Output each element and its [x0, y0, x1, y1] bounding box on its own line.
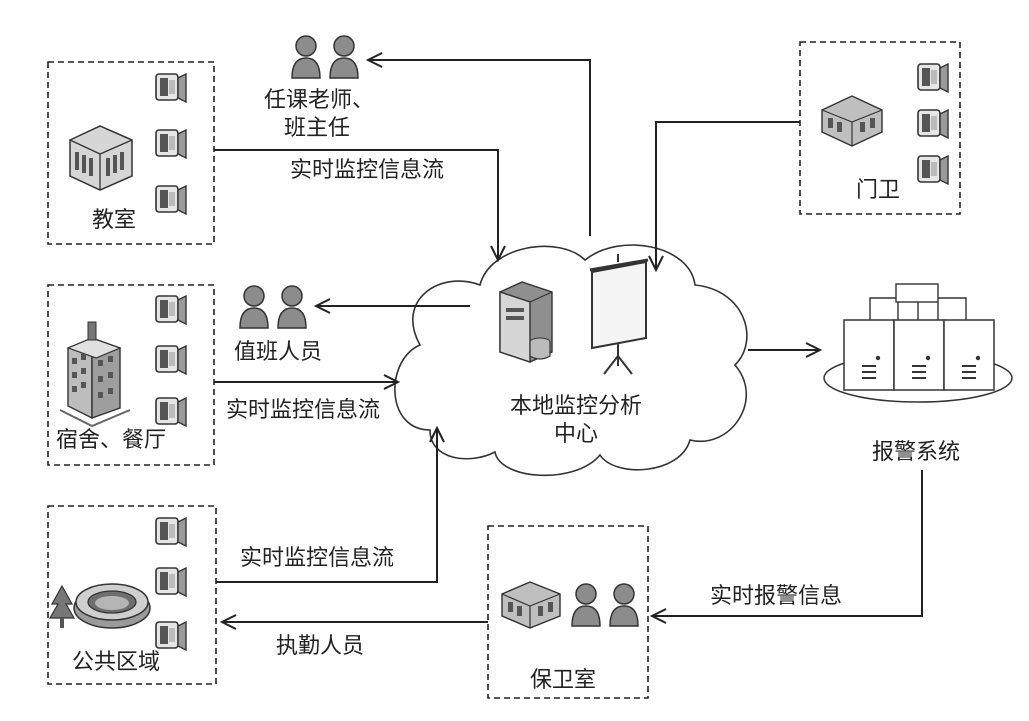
classroom-label: 教室 [92, 208, 137, 233]
stream-label-classroom: 实时监控信息流 [290, 158, 445, 183]
camera-icon [917, 155, 949, 185]
gate-box [799, 41, 961, 215]
stream-label-dorm: 实时监控信息流 [226, 398, 381, 423]
teachers-label-line2: 班主任 [284, 116, 351, 141]
camera-icon [155, 129, 187, 159]
stadium-icon [73, 583, 151, 629]
projector-screen-icon [589, 254, 649, 375]
building-icon [59, 321, 131, 428]
center-label-line1: 本地监控分析 [509, 394, 642, 419]
camera-icon [155, 567, 187, 597]
camera-icon [917, 109, 949, 139]
camera-icon [155, 345, 187, 375]
alarm-info-label: 实时报警信息 [710, 584, 843, 609]
teachers-label-line1: 任课老师、 [264, 88, 375, 113]
people-icon [291, 35, 359, 79]
people-icon [239, 285, 307, 329]
camera-icon [155, 295, 187, 325]
center-label-line2: 中心 [553, 422, 598, 447]
public-area-box [47, 505, 217, 685]
camera-icon [155, 517, 187, 547]
security-room-box [487, 525, 649, 699]
gatehouse-icon [501, 581, 561, 629]
camera-icon [155, 185, 187, 215]
tree-icon [48, 584, 76, 628]
server-icon [823, 283, 1013, 403]
security-room-label: 保卫室 [530, 668, 597, 693]
camera-icon [155, 73, 187, 103]
server-icon [499, 281, 553, 363]
classroom-box [47, 61, 215, 245]
gatehouse-icon [821, 95, 883, 147]
gate-label: 门卫 [856, 178, 901, 203]
stream-label-public: 实时监控信息流 [240, 546, 395, 571]
dorm-label: 宿舍、餐厅 [56, 428, 167, 453]
cloud-shape [394, 244, 748, 477]
people-icon [571, 583, 639, 627]
dorm-box [47, 284, 215, 466]
patrol-staff-label: 执勤人员 [276, 634, 365, 659]
duty-staff-label: 值班人员 [234, 340, 323, 365]
connectors [214, 59, 923, 623]
public-area-label: 公共区域 [72, 650, 161, 675]
alarm-system-label: 报警系统 [872, 440, 961, 465]
camera-icon [917, 63, 949, 93]
camera-icon [155, 621, 187, 651]
camera-icon [155, 397, 187, 427]
building-icon [69, 125, 133, 191]
